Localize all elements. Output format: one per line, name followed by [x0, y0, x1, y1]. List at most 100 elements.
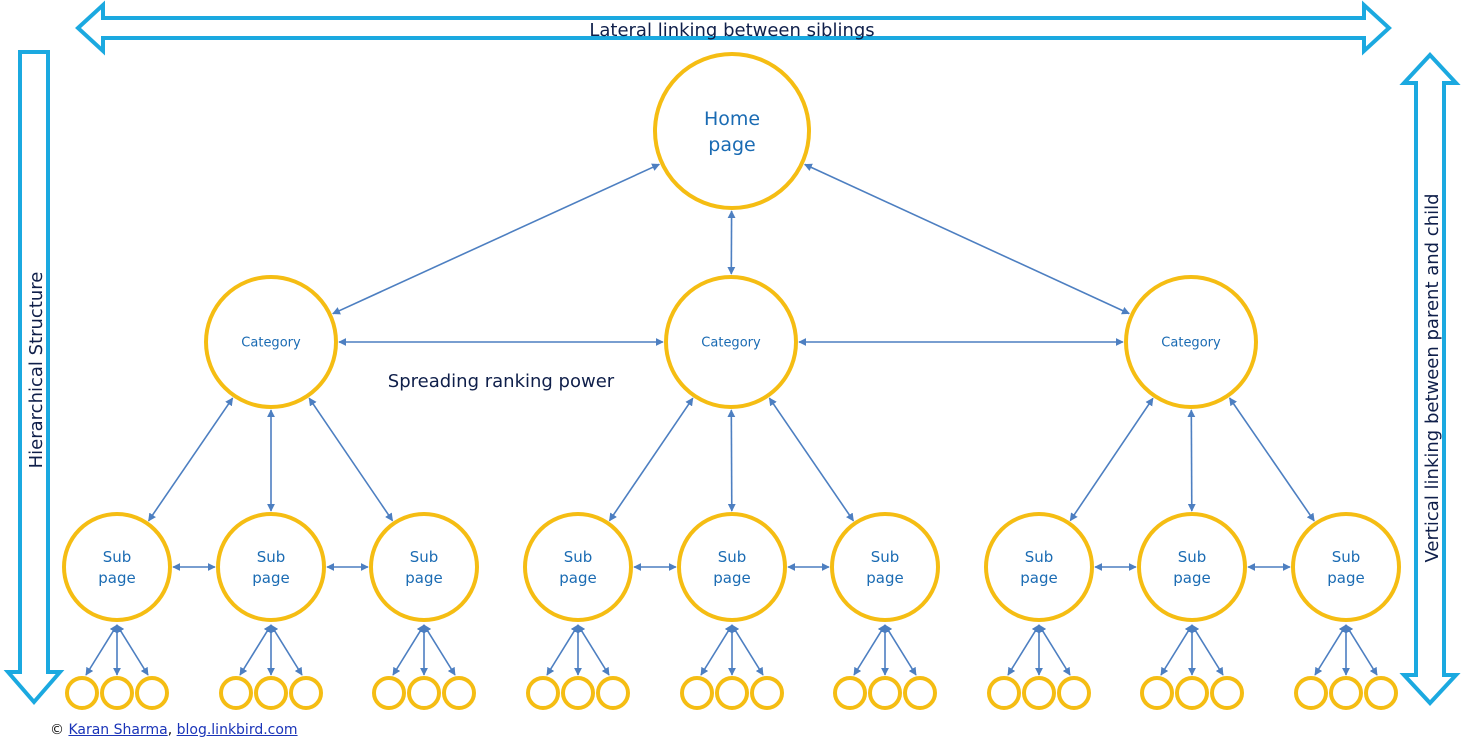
subpage-node-1-2-label: page [252, 569, 289, 587]
home-page-node: Home page [653, 52, 811, 210]
home-page-node-circle [653, 52, 811, 210]
link-sub-1-1-leaf-1 [85, 624, 118, 676]
leaf-node-2-2-1 [680, 676, 714, 710]
category-node-3: Category [1124, 275, 1258, 409]
subpage-node-3-2-circle [1137, 512, 1247, 622]
category-node-1-circle [204, 275, 338, 409]
leaf-node-1-1-3 [135, 676, 169, 710]
subpage-node-1-2-circle [216, 512, 326, 622]
leaf-node-3-2-3 [1210, 676, 1244, 710]
link-category-3-sub-1 [1069, 397, 1154, 522]
leaf-node-1-1-2 [100, 676, 134, 710]
leaf-node-3-1-2 [1022, 676, 1056, 710]
subpage-node-1-2-label: Sub [257, 548, 286, 566]
link-sub-2-3-leaf-3 [884, 624, 917, 676]
subpage-node-3-3-label: Sub [1332, 548, 1361, 566]
link-category-2-sub-2 [727, 409, 736, 512]
category-node-1: Category [204, 275, 338, 409]
link-category-1-sub-1 [147, 397, 234, 522]
link-sub-1-3-leaf-3 [423, 624, 456, 676]
subpage-node-2-2-label: Sub [718, 548, 747, 566]
lateral-label: Lateral linking between siblings [589, 20, 874, 41]
link-sub-2-2-leaf-1 [700, 624, 733, 676]
subpage-node-1-1: Sub page [62, 512, 172, 622]
leaf-node-3-2-2 [1175, 676, 1209, 710]
subpage-node-3-2-label: Sub [1178, 548, 1207, 566]
category-node-1-label: Category [241, 336, 301, 351]
subpage-node-3-3: Sub page [1291, 512, 1401, 622]
leaf-node-3-2-1 [1140, 676, 1174, 710]
subpage-node-2-3-label: Sub [871, 548, 900, 566]
subpage-node-2-1-circle [523, 512, 633, 622]
subpage-node-2-3: Sub page [830, 512, 940, 622]
subpage-node-3-1-circle [984, 512, 1094, 622]
leaf-node-2-3-1 [833, 676, 867, 710]
link-home-category-3 [803, 163, 1130, 315]
link-category-3-sub-2 [1187, 409, 1196, 512]
leaf-node-2-2-2 [715, 676, 749, 710]
link-sub-3-1-leaf-3 [1038, 624, 1071, 676]
subpage-node-3-1-label: page [1020, 569, 1057, 587]
link-sub-2-3-leaf-1 [853, 624, 886, 676]
category-node-3-circle [1124, 275, 1258, 409]
vertical-double-arrow [1399, 52, 1461, 706]
link-arrows [85, 163, 1378, 676]
vertical-label: Vertical linking between parent and chil… [1422, 193, 1443, 562]
site-link[interactable]: blog.linkbird.com [176, 722, 298, 738]
link-sub-3-2-leaf-3 [1191, 624, 1224, 676]
link-sub-1-2-leaf-1 [239, 624, 272, 676]
leaf-node-1-3-2 [407, 676, 441, 710]
leaf-node-1-3-3 [442, 676, 476, 710]
link-sub-2-2-leaf-3 [731, 624, 764, 676]
leaf-node-3-1-3 [1057, 676, 1091, 710]
credit-separator: , [167, 722, 173, 738]
leaf-node-2-1-1 [526, 676, 560, 710]
leaf-node-3-3-2 [1329, 676, 1363, 710]
link-sub-3-2-leaf-1 [1160, 624, 1193, 676]
link-category-2-sub-1 [608, 397, 694, 522]
leaf-node-2-3-3 [903, 676, 937, 710]
category-node-2-circle [664, 275, 798, 409]
subpage-node-3-2: Sub page [1137, 512, 1247, 622]
home-page-node-label: Home [704, 108, 760, 130]
leaf-node-1-1-1 [65, 676, 99, 710]
subpage-node-2-3-label: page [866, 569, 903, 587]
subpage-node-1-3-label: Sub [410, 548, 439, 566]
subpage-node-1-3-circle [369, 512, 479, 622]
hierarchy-down-arrow [3, 50, 65, 706]
subpage-node-3-3-label: page [1327, 569, 1364, 587]
subpage-node-1-3-label: page [405, 569, 442, 587]
leaf-node-1-2-1 [219, 676, 253, 710]
link-sub-3-3-leaf-1 [1314, 624, 1347, 676]
leaf-node-3-3-3 [1364, 676, 1398, 710]
subpage-node-2-1: Sub page [523, 512, 633, 622]
subpage-node-1-1-label: page [98, 569, 135, 587]
link-sub-1-1-leaf-3 [116, 624, 149, 676]
subpage-node-1-1-label: Sub [103, 548, 132, 566]
hierarchy-label: Hierarchical Structure [26, 272, 47, 469]
subpage-node-1-3: Sub page [369, 512, 479, 622]
subpage-node-1-1-circle [62, 512, 172, 622]
credit-line: © Karan Sharma, blog.linkbird.com [50, 722, 298, 738]
link-sub-2-1-leaf-1 [546, 624, 579, 676]
subpage-node-2-2: Sub page [677, 512, 787, 622]
subpage-node-3-3-circle [1291, 512, 1401, 622]
link-category-2-sub-3 [768, 397, 855, 522]
author-link[interactable]: Karan Sharma [68, 722, 168, 738]
subpage-node-2-1-label: page [559, 569, 596, 587]
subpage-node-2-1-label: Sub [564, 548, 593, 566]
subpage-node-3-2-label: page [1173, 569, 1210, 587]
subpage-node-2-2-label: page [713, 569, 750, 587]
link-sub-1-2-leaf-3 [270, 624, 303, 676]
home-page-node-label: page [708, 134, 755, 156]
link-sub-3-1-leaf-1 [1007, 624, 1040, 676]
lateral-double-arrow [75, 0, 1392, 56]
subpage-node-2-2-circle [677, 512, 787, 622]
spreading-label: Spreading ranking power [388, 371, 615, 392]
category-node-3-label: Category [1161, 336, 1221, 351]
link-category-1-sub-3 [308, 397, 394, 522]
category-node-2: Category [664, 275, 798, 409]
leaf-node-1-2-3 [289, 676, 323, 710]
